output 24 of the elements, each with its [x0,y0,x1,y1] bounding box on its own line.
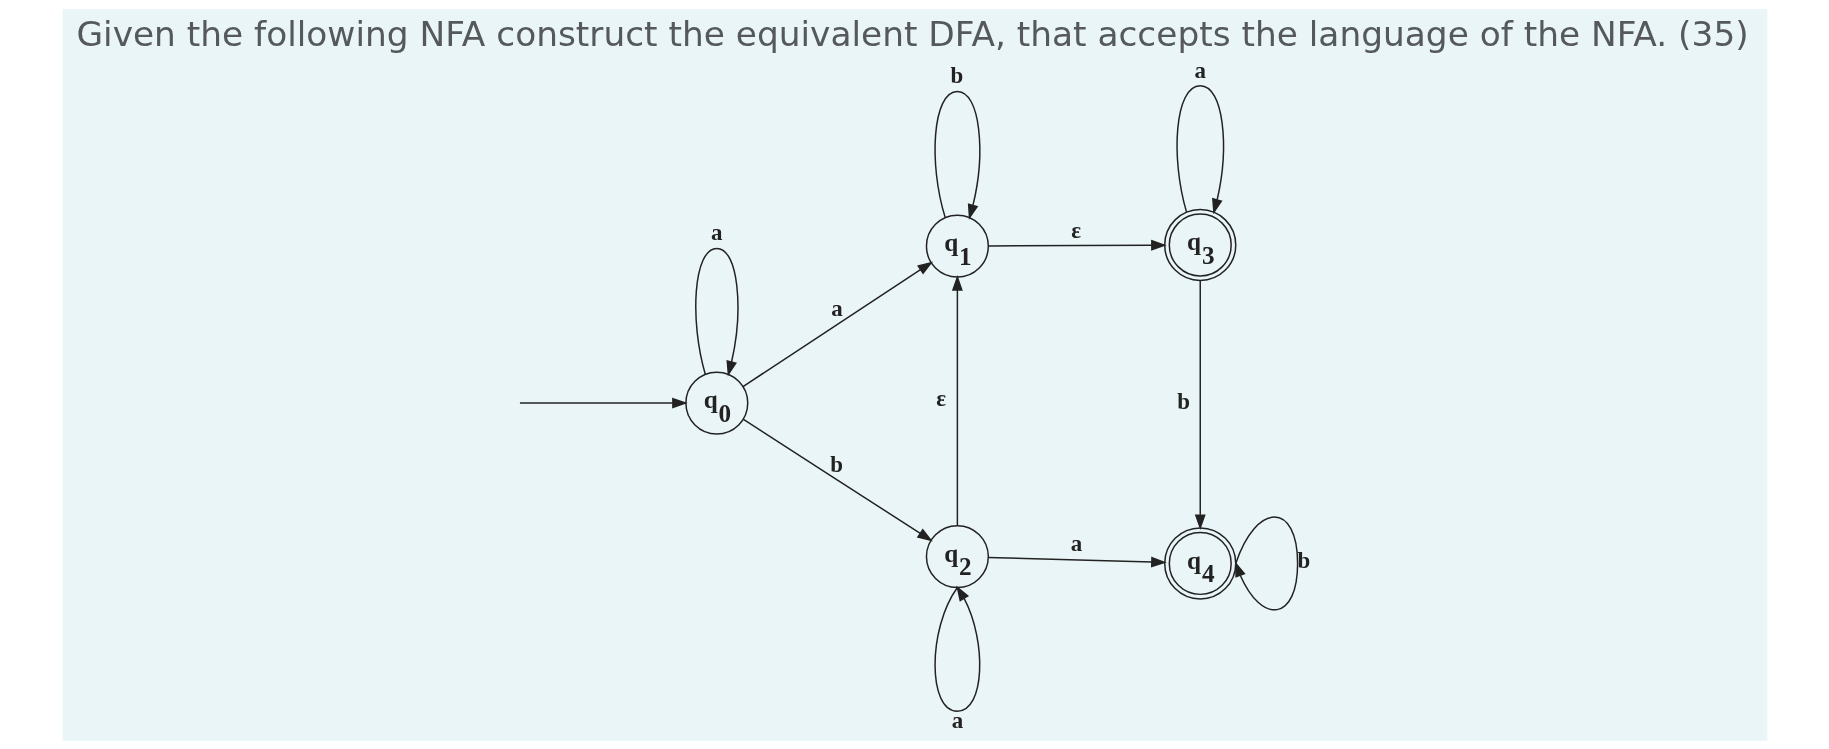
arrow [933,90,980,220]
arrow [987,556,1167,568]
edge-label: a [951,707,963,733]
arrow [987,239,1167,251]
edge-label: a [1194,57,1206,83]
edge-label: b [1297,547,1310,573]
edge-label: a [1070,530,1082,556]
edge-label: ε [935,385,946,411]
arrow [1234,515,1298,610]
edge-label: b [829,451,843,477]
edge-label: b [1176,388,1190,414]
arrow [951,274,963,526]
edge-label: a [830,295,843,321]
arrow [742,418,933,541]
arrow [1194,279,1206,530]
diagram-title: Given the following NFA construct the equivalent DFA, that accepts the language of the NFA. (35) [75,13,1749,54]
arrow [694,247,739,376]
edge-label: a [710,219,723,245]
edge-label: ε [1070,217,1081,243]
arrow [518,397,688,409]
arrow [741,260,933,387]
arrow [933,585,980,712]
arrow [1175,84,1224,214]
edge-label: b [950,62,963,88]
